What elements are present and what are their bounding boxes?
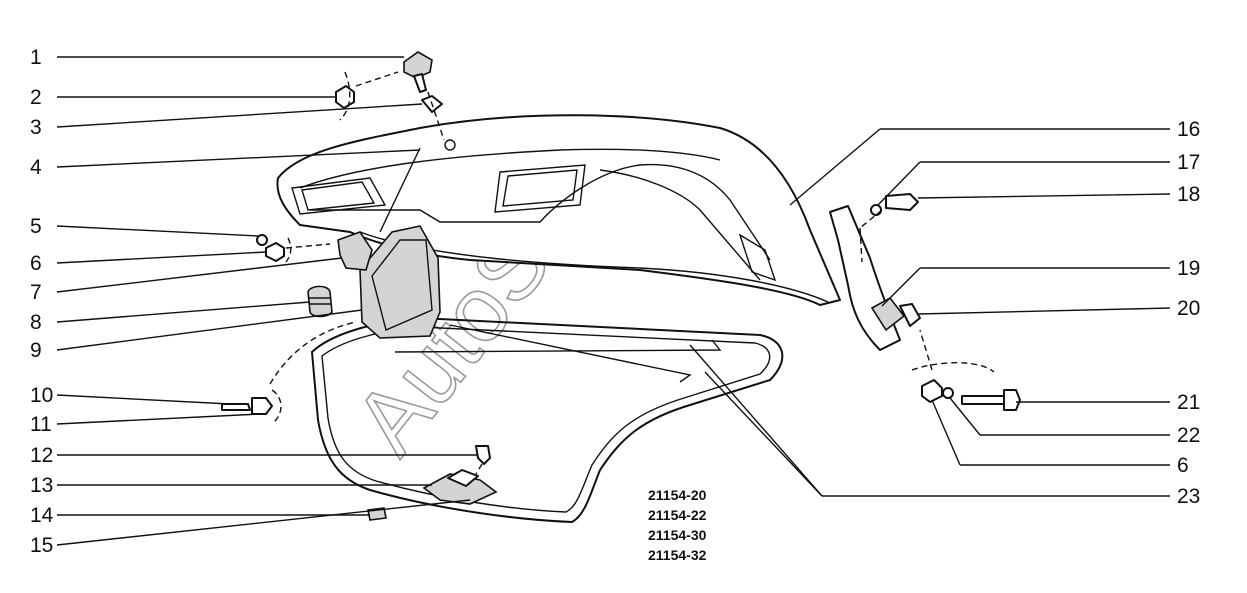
model-code-3: 21154-30 [648,527,707,543]
part-9-shield [359,225,441,339]
part-17-washer [870,204,882,216]
part-18-bolt [885,193,919,211]
model-code-1: 21154-20 [648,487,707,503]
callout-19: 19 [1177,257,1200,280]
part-1-lock [403,51,433,93]
callout-7: 7 [30,281,42,304]
callout-18: 18 [1177,183,1200,206]
callout-10: 10 [30,384,53,407]
callout-5: 5 [30,215,42,238]
part-2-bolt [335,85,355,109]
part-21-bolt [961,395,1005,405]
part-8-bumper [307,285,333,318]
callout-3: 3 [30,116,42,139]
callout-16: 16 [1177,118,1200,141]
part-12-bolt [475,445,491,465]
leader-lines [56,56,1171,546]
part-13-striker [422,469,498,505]
callout-11: 11 [30,413,52,436]
callout-14: 14 [30,504,54,527]
part-7-bracket [337,231,373,271]
callout-17: 17 [1177,151,1200,174]
callout-6: 6 [30,252,42,275]
callout-15: 15 [30,534,53,557]
callout-1: 1 [30,46,42,69]
callout-21: 21 [1177,391,1200,414]
part-10-11-bolts [221,321,357,425]
part-6-nut [265,242,285,262]
callout-20: 20 [1177,297,1200,320]
part-19-hinge [829,205,921,351]
callout-13: 13 [30,474,53,497]
callout-22: 22 [1177,424,1200,447]
callout-12: 12 [30,444,53,467]
callout-23: 23 [1177,485,1200,508]
callout-9: 9 [30,339,42,362]
model-code-4: 21154-32 [648,547,707,563]
callout-6-right: 6 [1177,454,1189,477]
callout-2: 2 [30,86,42,109]
model-code-2: 21154-22 [648,507,707,523]
part-5-washer [256,234,268,246]
callout-8: 8 [30,311,42,334]
part-22-washer [942,387,954,399]
part-6b-nut [921,379,943,403]
callout-4: 4 [30,156,42,179]
